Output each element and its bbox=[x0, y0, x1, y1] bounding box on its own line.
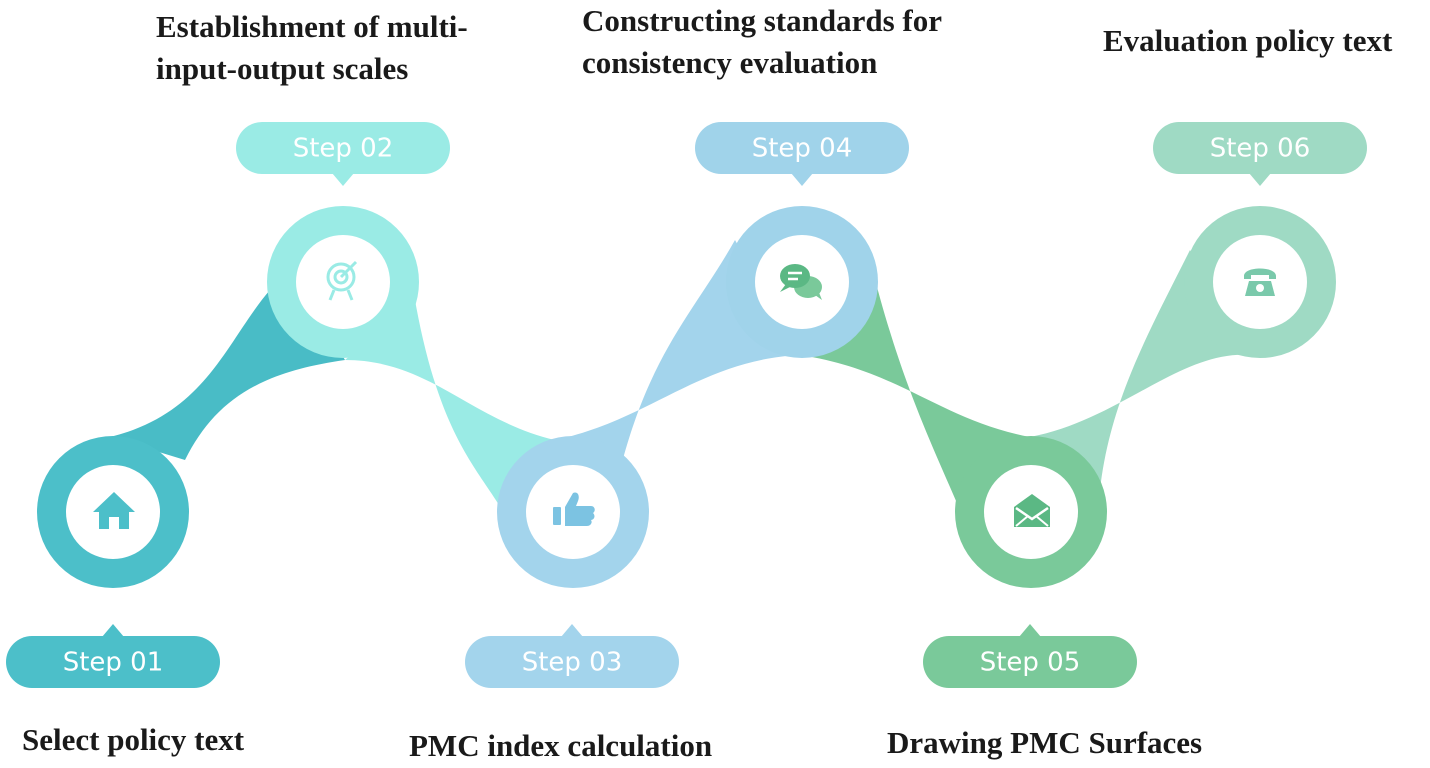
home-icon bbox=[93, 492, 135, 529]
step-label-2: Step 02 bbox=[293, 134, 394, 164]
step-pill-2: Step 02 bbox=[236, 122, 450, 186]
step-label-6: Step 06 bbox=[1210, 134, 1311, 164]
step-pill-6: Step 06 bbox=[1153, 122, 1367, 186]
step-label-3: Step 03 bbox=[522, 648, 623, 678]
step-pill-1: Step 01 bbox=[6, 624, 220, 688]
step-node-6 bbox=[1184, 206, 1336, 358]
step-description-3: PMC index calculation bbox=[409, 728, 713, 763]
step-pills: Step 01 Step 02 Step 03 Step 04 Step 05 … bbox=[6, 122, 1367, 688]
thumbs-up-icon bbox=[553, 492, 595, 526]
step-node-2 bbox=[267, 206, 419, 358]
envelope-icon bbox=[1014, 494, 1050, 527]
step-label-1: Step 01 bbox=[63, 648, 164, 678]
step-description-6: Evaluation policy text bbox=[1103, 23, 1393, 58]
chat-bubbles-icon bbox=[780, 264, 822, 300]
step-nodes bbox=[37, 206, 1336, 588]
step-label-4: Step 04 bbox=[752, 134, 853, 164]
step-node-1 bbox=[37, 436, 189, 588]
step-description-5: Drawing PMC Surfaces bbox=[887, 725, 1203, 760]
step-pill-5: Step 05 bbox=[923, 624, 1137, 688]
step-node-3 bbox=[497, 436, 649, 588]
step-node-5 bbox=[955, 436, 1107, 588]
step-description-4: Constructing standards for consistency e… bbox=[582, 3, 942, 80]
telephone-icon bbox=[1244, 268, 1276, 296]
target-icon bbox=[326, 260, 358, 301]
step-node-4 bbox=[726, 206, 878, 358]
step-pill-4: Step 04 bbox=[695, 122, 909, 186]
connector-2-3 bbox=[345, 300, 555, 515]
step-label-5: Step 05 bbox=[980, 648, 1081, 678]
step-description-1: Select policy text bbox=[22, 722, 245, 757]
step-pill-3: Step 03 bbox=[465, 624, 679, 688]
step-description-2: Establishment of multi- input-output sca… bbox=[156, 9, 468, 86]
